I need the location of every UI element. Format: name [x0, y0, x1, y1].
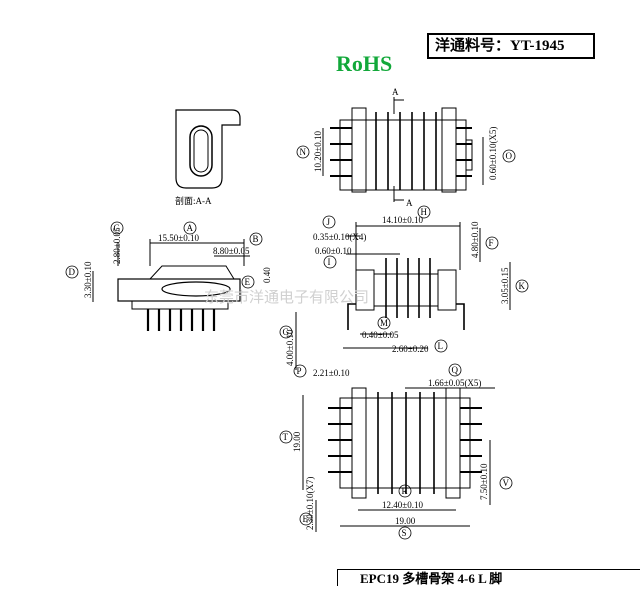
letter-r: R — [402, 486, 408, 496]
section-view: 剖面:A-A — [175, 109, 241, 206]
dim-a: 15.50±0.10 — [158, 233, 199, 243]
letter-t: T — [283, 432, 289, 442]
dim-q: 1.66±0.05(X5) — [428, 378, 481, 388]
letter-l: L — [438, 341, 444, 351]
bottom-view: 2.21±0.10 1.66±0.05(X5) 19.00 2.30±0.10(… — [292, 368, 495, 532]
dim-b: 8.80±0.05 — [213, 246, 250, 256]
letter-d: D — [69, 267, 76, 277]
dim-v: 7.50±0.10 — [479, 463, 489, 500]
part-number-box: 洋通料号：YT-1945 — [427, 33, 595, 59]
letter-v: V — [503, 478, 510, 488]
side-view: 14.10±0.10 0.35±0.10(X4) 0.60±0.10 4.80±… — [285, 215, 511, 370]
dim-i: 0.60±0.10 — [315, 246, 352, 256]
letter-o: O — [506, 151, 513, 161]
top-view: A A 10.20±0.10 0.60±0.10(X5) — [313, 87, 498, 208]
balloon-letters: A B C D E F G H I J K L M N O P Q R S T … — [65, 145, 529, 540]
dim-c: 2.80±0.05 — [112, 227, 122, 264]
letter-f: F — [489, 238, 494, 248]
dim-r: 12.40±0.10 — [382, 500, 423, 510]
dim-s: 19.00 — [395, 516, 416, 526]
dim-p: 2.21±0.10 — [313, 368, 350, 378]
dim-t: 19.00 — [292, 431, 302, 452]
letter-h: H — [421, 207, 428, 217]
letter-g: G — [283, 327, 290, 337]
letter-c: C — [114, 223, 120, 233]
section-mark-bottom: A — [406, 198, 413, 208]
dim-n: 10.20±0.10 — [313, 131, 323, 172]
letter-s: S — [402, 528, 407, 538]
dim-o: 0.60±0.10(X5) — [488, 127, 498, 180]
dim-h: 14.10±0.10 — [382, 215, 423, 225]
letter-e: E — [303, 514, 309, 524]
section-mark-top: A — [392, 87, 399, 97]
dim-u: 2.30±0.10(X7) — [305, 477, 315, 530]
rohs-mark: RoHS — [336, 51, 393, 76]
dim-g: 4.00±0.10 — [285, 329, 295, 366]
letter-k: K — [519, 281, 526, 291]
letter-j: J — [327, 217, 331, 227]
watermark: 东莞市洋通电子有限公司 — [204, 289, 369, 306]
dim-l: 2.60±0.20 — [392, 344, 429, 354]
section-caption: 剖面:A-A — [175, 195, 212, 206]
letter-q: Q — [452, 365, 459, 375]
front-view: 15.50±0.10 8.80±0.05 2.80±0.05 3.30±0.10… — [83, 227, 272, 331]
dim-d: 3.30±0.10 — [83, 261, 93, 298]
title-block: EPC19 多槽骨架 4-6 L 脚 — [337, 569, 640, 586]
dim-m: 0.40±0.05 — [362, 330, 399, 340]
letter-b: B — [253, 234, 259, 244]
letter-p: P — [297, 366, 302, 376]
letter-e-front: E — [245, 277, 251, 287]
letter-m: M — [380, 318, 388, 328]
letter-a: A — [187, 223, 194, 233]
letter-n: N — [300, 147, 307, 157]
dim-j: 0.35±0.10(X4) — [313, 232, 366, 242]
dim-k: 3.05±0.15 — [500, 267, 510, 304]
letter-i: I — [328, 257, 331, 267]
dim-e: 0.40 — [262, 267, 272, 283]
dim-f: 4.80±0.10 — [470, 221, 480, 258]
